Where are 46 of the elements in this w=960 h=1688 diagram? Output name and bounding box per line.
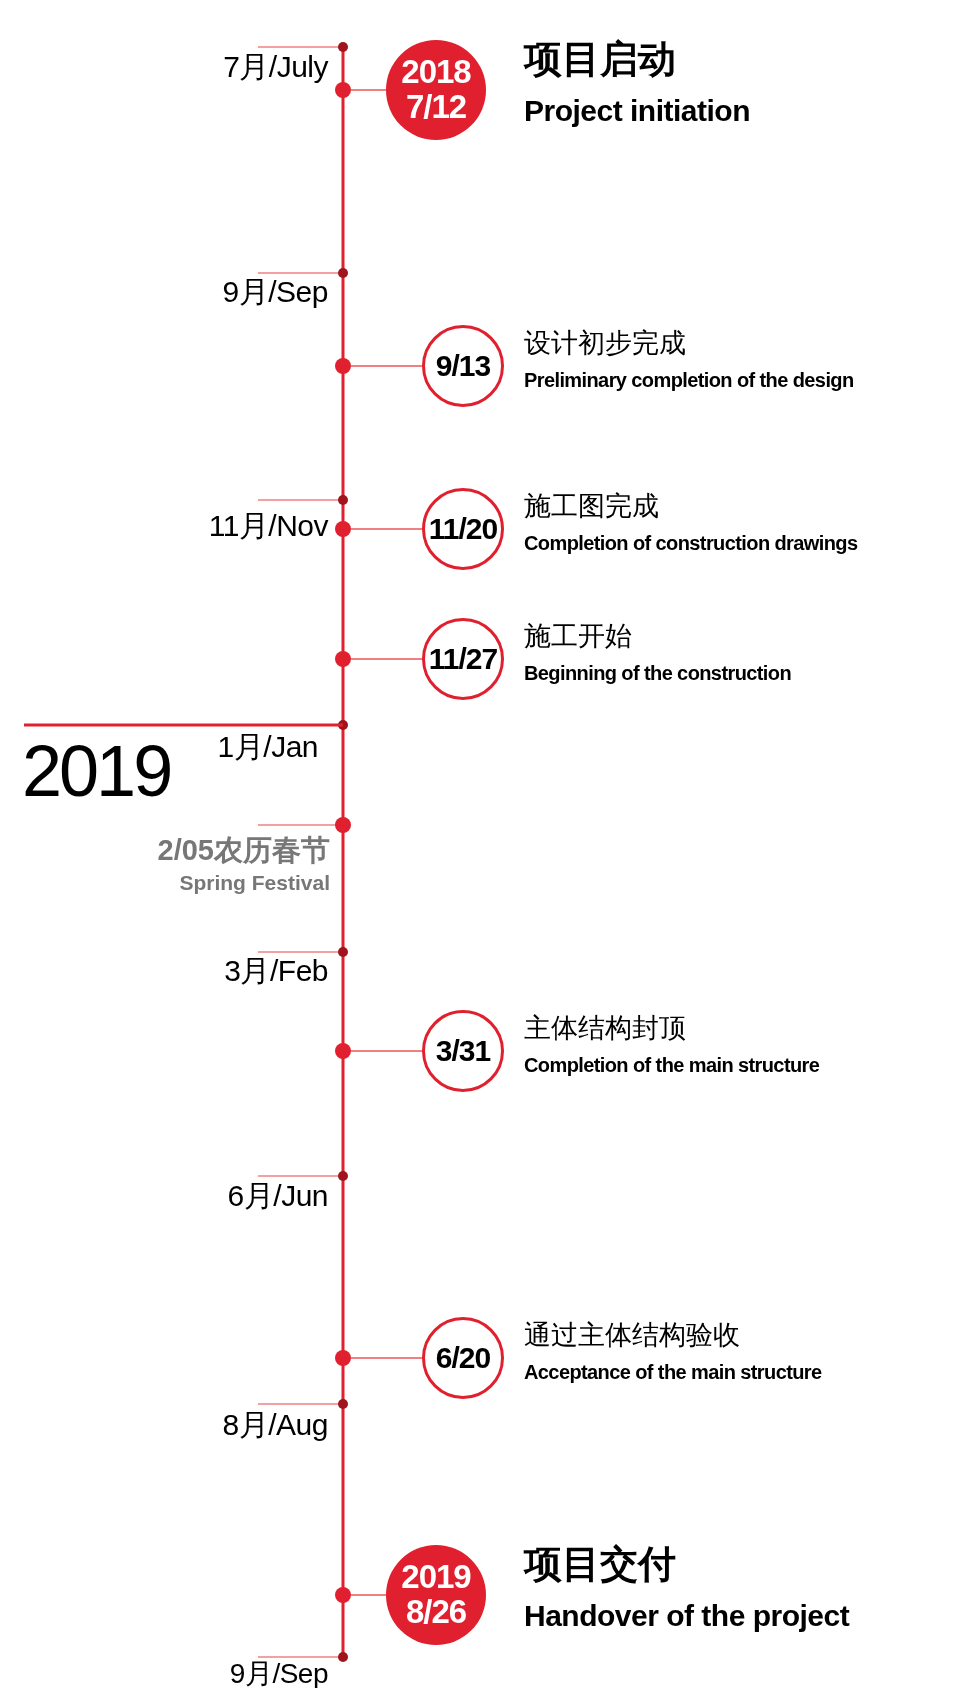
event-subtitle: Beginning of the construction bbox=[524, 663, 792, 683]
month-label: 9月/Sep bbox=[222, 277, 328, 307]
connector-line bbox=[350, 1357, 423, 1359]
festival-label: Spring Festival bbox=[179, 872, 330, 893]
year-label: 2019 bbox=[22, 735, 171, 807]
month-label: 7月/July bbox=[223, 52, 328, 82]
connector-line bbox=[350, 365, 423, 367]
connector-line bbox=[350, 1050, 423, 1052]
date-circle: 3/31 bbox=[422, 1010, 504, 1092]
date-circle: 11/27 bbox=[422, 618, 504, 700]
date-circle: 9/13 bbox=[422, 325, 504, 407]
connector-line bbox=[350, 1594, 387, 1596]
event-title: 项目交付 bbox=[524, 1545, 676, 1583]
timeline-dot bbox=[335, 521, 351, 537]
timeline-dot bbox=[335, 1043, 351, 1059]
date-circle: 2018 7/12 bbox=[386, 40, 486, 140]
month-label: 6月/Jun bbox=[227, 1181, 328, 1211]
date-circle: 6/20 bbox=[422, 1317, 504, 1399]
festival-label: 2/05农历春节 bbox=[157, 836, 330, 865]
month-label: 3月/Feb bbox=[224, 956, 328, 986]
event-title: 设计初步完成 bbox=[524, 330, 686, 357]
timeline-dot bbox=[335, 1350, 351, 1366]
event-subtitle: Project initiation bbox=[524, 96, 751, 126]
date-circle: 2019 8/26 bbox=[386, 1545, 486, 1645]
event-title: 施工图完成 bbox=[524, 493, 659, 520]
timeline-dot bbox=[335, 82, 351, 98]
month-label: 11月/Nov bbox=[208, 511, 328, 541]
event-title: 项目启动 bbox=[524, 40, 676, 78]
event-subtitle: Completion of construction drawings bbox=[524, 533, 858, 553]
connector-line bbox=[350, 528, 423, 530]
event-title: 主体结构封顶 bbox=[524, 1015, 686, 1042]
timeline-dot bbox=[335, 358, 351, 374]
event-title: 施工开始 bbox=[524, 623, 632, 650]
event-subtitle: Completion of the main structure bbox=[524, 1055, 820, 1075]
event-title: 通过主体结构验收 bbox=[524, 1322, 740, 1349]
timeline-dot bbox=[335, 651, 351, 667]
connector-line bbox=[350, 658, 423, 660]
event-subtitle: Acceptance of the main structure bbox=[524, 1362, 822, 1382]
date-circle: 11/20 bbox=[422, 488, 504, 570]
month-label: 8月/Aug bbox=[222, 1410, 328, 1440]
month-label: 9月/Sep bbox=[229, 1660, 328, 1688]
connector-line bbox=[350, 89, 387, 91]
event-subtitle: Preliminary completion of the design bbox=[524, 370, 854, 390]
event-subtitle: Handover of the project bbox=[524, 1601, 850, 1631]
month-label: 1月/Jan bbox=[217, 732, 318, 762]
timeline-dot bbox=[335, 1587, 351, 1603]
